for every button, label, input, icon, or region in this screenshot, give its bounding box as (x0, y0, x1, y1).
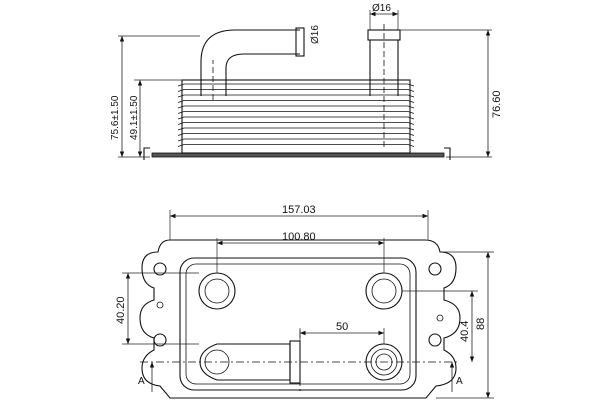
port-top-right-inner (371, 278, 397, 304)
side-view: Ø16 Ø16 76.60 75.6±1.50 49.1±1.50 (110, 3, 503, 160)
side-fin-line (177, 89, 415, 92)
bolt-hole-top-left (153, 262, 167, 276)
bolt-hole-mid-right (436, 314, 444, 322)
plan-view: 157.03 100.80 40.20 50 40.4 88 A A (115, 204, 494, 399)
side-base-plate (151, 152, 445, 158)
section-mark-right: A (456, 376, 463, 387)
dim-port-spacing-y-left: 40.20 (115, 296, 127, 324)
section-mark-left: A (138, 376, 145, 387)
plan-flange-outline (139, 239, 461, 399)
side-fin-line (177, 100, 415, 103)
side-right-lug (444, 147, 451, 160)
dim-overall-width: 88 (475, 318, 487, 330)
dim-overall-height: 76.60 (491, 90, 503, 118)
port-top-right-outer (365, 272, 403, 310)
dim-height-stack: 49.1±1.50 (129, 95, 140, 140)
dim-height-total: 75.6±1.50 (110, 95, 121, 140)
port-top-left-outer (198, 272, 236, 310)
side-fin-line (177, 122, 415, 125)
side-straight-pipe (369, 40, 399, 96)
port-top-left-inner (204, 278, 230, 304)
plan-inner-body-2 (185, 263, 411, 385)
side-fin-line (177, 127, 415, 131)
bolt-hole-top-right (428, 262, 442, 276)
plan-inner-body (179, 257, 417, 391)
side-fin-line (177, 94, 415, 98)
side-fin-line (177, 116, 415, 120)
dim-port-spacing-x: 100.80 (282, 231, 316, 243)
bolt-hole-mid-left (156, 301, 164, 309)
side-fin-line (177, 133, 415, 136)
side-fin-line (177, 144, 415, 147)
side-stack-outline (181, 79, 411, 154)
side-fin-line (177, 138, 415, 142)
side-fin-line (177, 105, 415, 109)
side-fin-line (177, 83, 415, 87)
bolt-hole-bottom-right (428, 333, 442, 347)
dim-port-spacing-y-right: 40.4 (459, 321, 471, 342)
plan-outlet-pipe (199, 343, 291, 381)
dim-outlet-offset: 50 (336, 321, 348, 333)
side-curved-pipe-inner (225, 53, 300, 96)
side-left-lug (143, 147, 150, 160)
dim-diameter-top: Ø16 (372, 3, 391, 14)
side-pipe-end (295, 27, 305, 57)
dim-overall-length: 157.03 (282, 204, 316, 216)
dim-diameter-side: Ø16 (310, 25, 321, 44)
side-fin-stack (177, 83, 415, 147)
side-curved-pipe (200, 29, 300, 96)
side-fin-line (177, 111, 415, 114)
bolt-hole-bottom-left (153, 333, 167, 347)
